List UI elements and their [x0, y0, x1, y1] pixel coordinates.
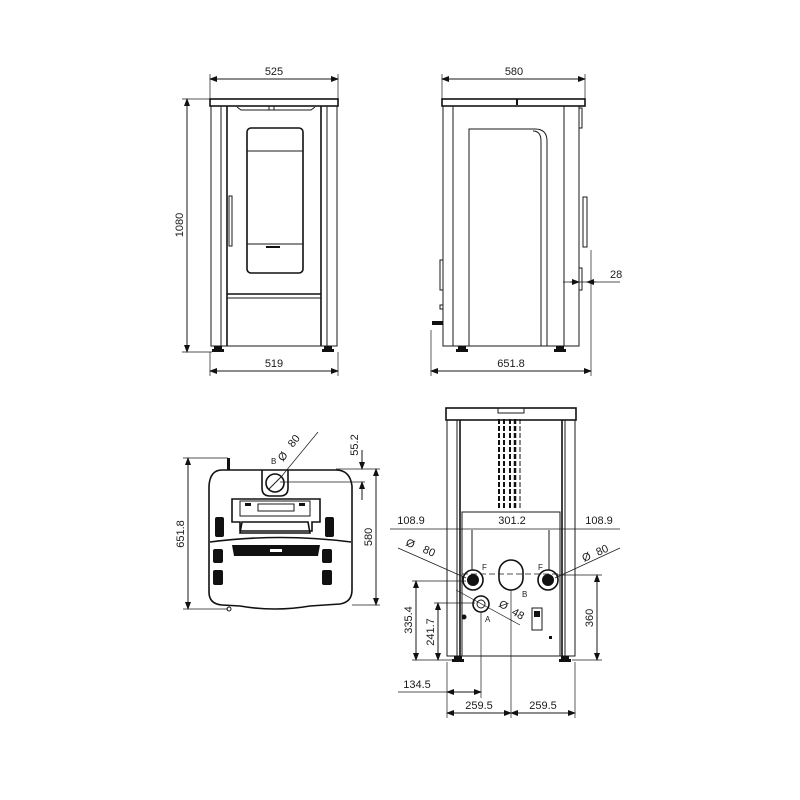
duct-left-diameter: 80 [421, 544, 437, 560]
side-total-depth-label: 651.8 [497, 358, 525, 370]
rear-view: 108.9 301.2 108.9 F F Ø 80 Ø 80 B A Ø 48 [390, 407, 621, 718]
vent-right-2 [322, 570, 332, 585]
dim-rear-duct-height: 360 [556, 574, 602, 661]
dim-rear-inlet-side-offset: 134.5 [398, 679, 482, 695]
dim-side-top-depth: 580 [441, 66, 586, 100]
flue-housing [261, 470, 289, 497]
front-view: 525 1080 [174, 66, 339, 376]
dim-side-handle-offset: 28 [563, 269, 622, 285]
duct-left-F [462, 569, 484, 591]
foot-right [324, 346, 332, 349]
rear-inlet-height-outer-label: 335.4 [403, 606, 415, 634]
side-handle-offset-label: 28 [610, 269, 622, 281]
front-height-label: 1080 [174, 213, 186, 237]
rear-right-margin-label: 108.9 [585, 515, 613, 527]
side-connector [432, 321, 443, 325]
brand-logo [266, 246, 280, 248]
top-view-outline [208, 469, 353, 610]
front-body [210, 105, 338, 347]
rear-outlet-B [498, 559, 524, 591]
dim-rear-half-widths: 259.5 259.5 [446, 700, 576, 716]
duct-right-label: F [538, 563, 543, 572]
rear-center-width-label: 301.2 [498, 515, 526, 527]
side-top-depth-label: 580 [505, 66, 523, 78]
side-top-plate [441, 98, 586, 107]
rear-half-width-left-label: 259.5 [465, 700, 493, 712]
dim-rear-inlet-height-inner: 241.7 [425, 602, 475, 661]
duct-right-F [537, 569, 559, 591]
dim-front-base-width: 519 [209, 352, 339, 376]
rear-duct-height-label: 360 [584, 609, 596, 627]
dim-top-body-depth: 580 [336, 468, 380, 606]
flue-outlet-circle [265, 473, 285, 493]
side-handle [582, 196, 588, 248]
top-outlet-label: B [271, 457, 276, 466]
vent-right-1 [322, 549, 332, 563]
rear-inlet-height-inner-label: 241.7 [425, 618, 437, 646]
duct-left-diameter-symbol: Ø [404, 537, 417, 552]
vent-upper-right [325, 517, 334, 537]
dim-rear-inlet-height-outer: 335.4 [403, 580, 466, 661]
dim-top-total-depth: 651.8 [175, 457, 228, 610]
top-outlet-diameter: 80 [286, 433, 303, 450]
rear-left-margin-label: 108.9 [397, 515, 425, 527]
air-inlet-label: A [485, 615, 491, 624]
power-switch [531, 607, 543, 631]
door-handle [228, 195, 233, 247]
dim-front-height: 1080 [174, 98, 212, 353]
rear-inlet-side-offset-label: 134.5 [403, 679, 431, 691]
duct-left-label: F [482, 563, 487, 572]
hopper-lid [231, 498, 321, 532]
vent-upper-left [215, 517, 224, 537]
air-inlet-diameter: 48 [510, 606, 527, 623]
duct-right-diameter-symbol: Ø [580, 550, 593, 565]
front-base-width-label: 519 [265, 358, 283, 370]
side-body [442, 105, 580, 347]
rear-top-plate [445, 407, 577, 421]
dim-top-outlet-offset: 55.2 [280, 434, 365, 500]
top-view: B Ø 80 651.8 [175, 431, 380, 612]
top-outlet-diameter-symbol: Ø [276, 449, 291, 463]
rear-half-width-right-label: 259.5 [529, 700, 557, 712]
front-top-width-label: 525 [265, 66, 283, 78]
dim-side-total-depth: 651.8 [430, 250, 592, 376]
top-total-depth-label: 651.8 [175, 520, 187, 548]
duct-right-diameter: 80 [594, 543, 610, 559]
front-top-plate [209, 98, 339, 107]
dim-rear-widths: 108.9 301.2 108.9 [390, 515, 620, 530]
air-inlet-diameter-symbol: Ø [497, 598, 511, 613]
front-door-glass [246, 127, 304, 274]
vent-left-2 [213, 570, 223, 585]
rear-outlet-label: B [522, 590, 527, 599]
top-outlet-offset-label: 55.2 [349, 434, 361, 455]
foot-left [214, 346, 222, 349]
side-view: 580 28 651. [430, 66, 622, 376]
dim-front-top-width: 525 [209, 66, 339, 100]
rear-vent-grille [498, 419, 521, 508]
top-body-depth-label: 580 [363, 528, 375, 546]
vent-left-1 [213, 549, 223, 563]
